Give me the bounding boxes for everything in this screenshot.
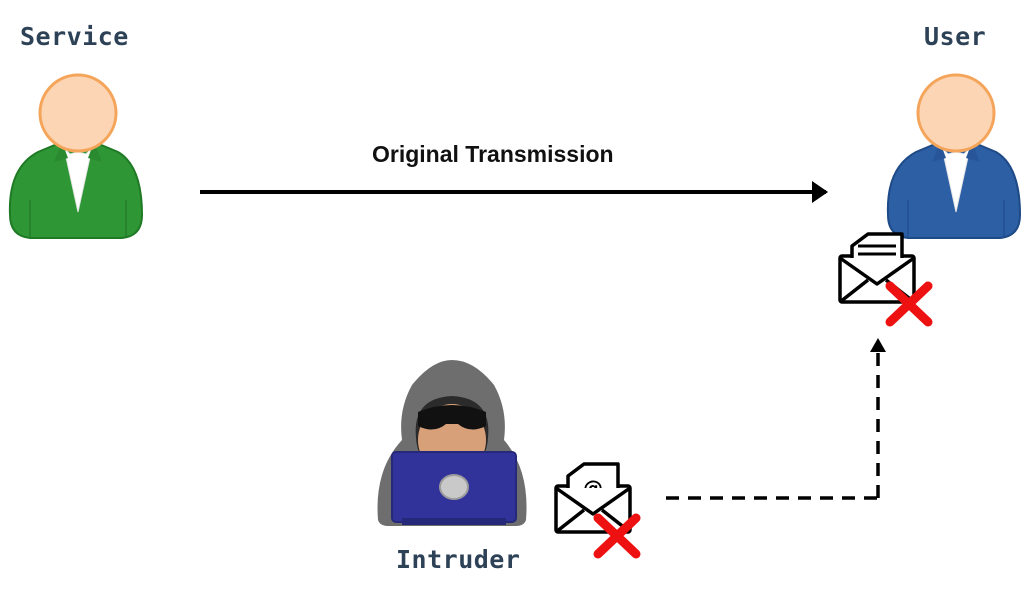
service-label: Service — [20, 22, 129, 51]
user-person-icon — [886, 73, 1022, 239]
original-transmission-label: Original Transmission — [372, 141, 614, 167]
red-x-icon — [593, 513, 641, 559]
red-x-icon — [885, 281, 933, 327]
envelope-at-icon: @ — [554, 462, 632, 534]
original-arrow-head — [812, 181, 828, 203]
envelope-letter-icon — [838, 232, 916, 304]
forged-transmission-arrow — [666, 338, 886, 500]
service-person-icon — [8, 73, 144, 239]
intruder-label: Intruder — [396, 545, 521, 574]
intruder-hacker-icon — [377, 360, 527, 526]
user-label: User — [924, 22, 987, 51]
